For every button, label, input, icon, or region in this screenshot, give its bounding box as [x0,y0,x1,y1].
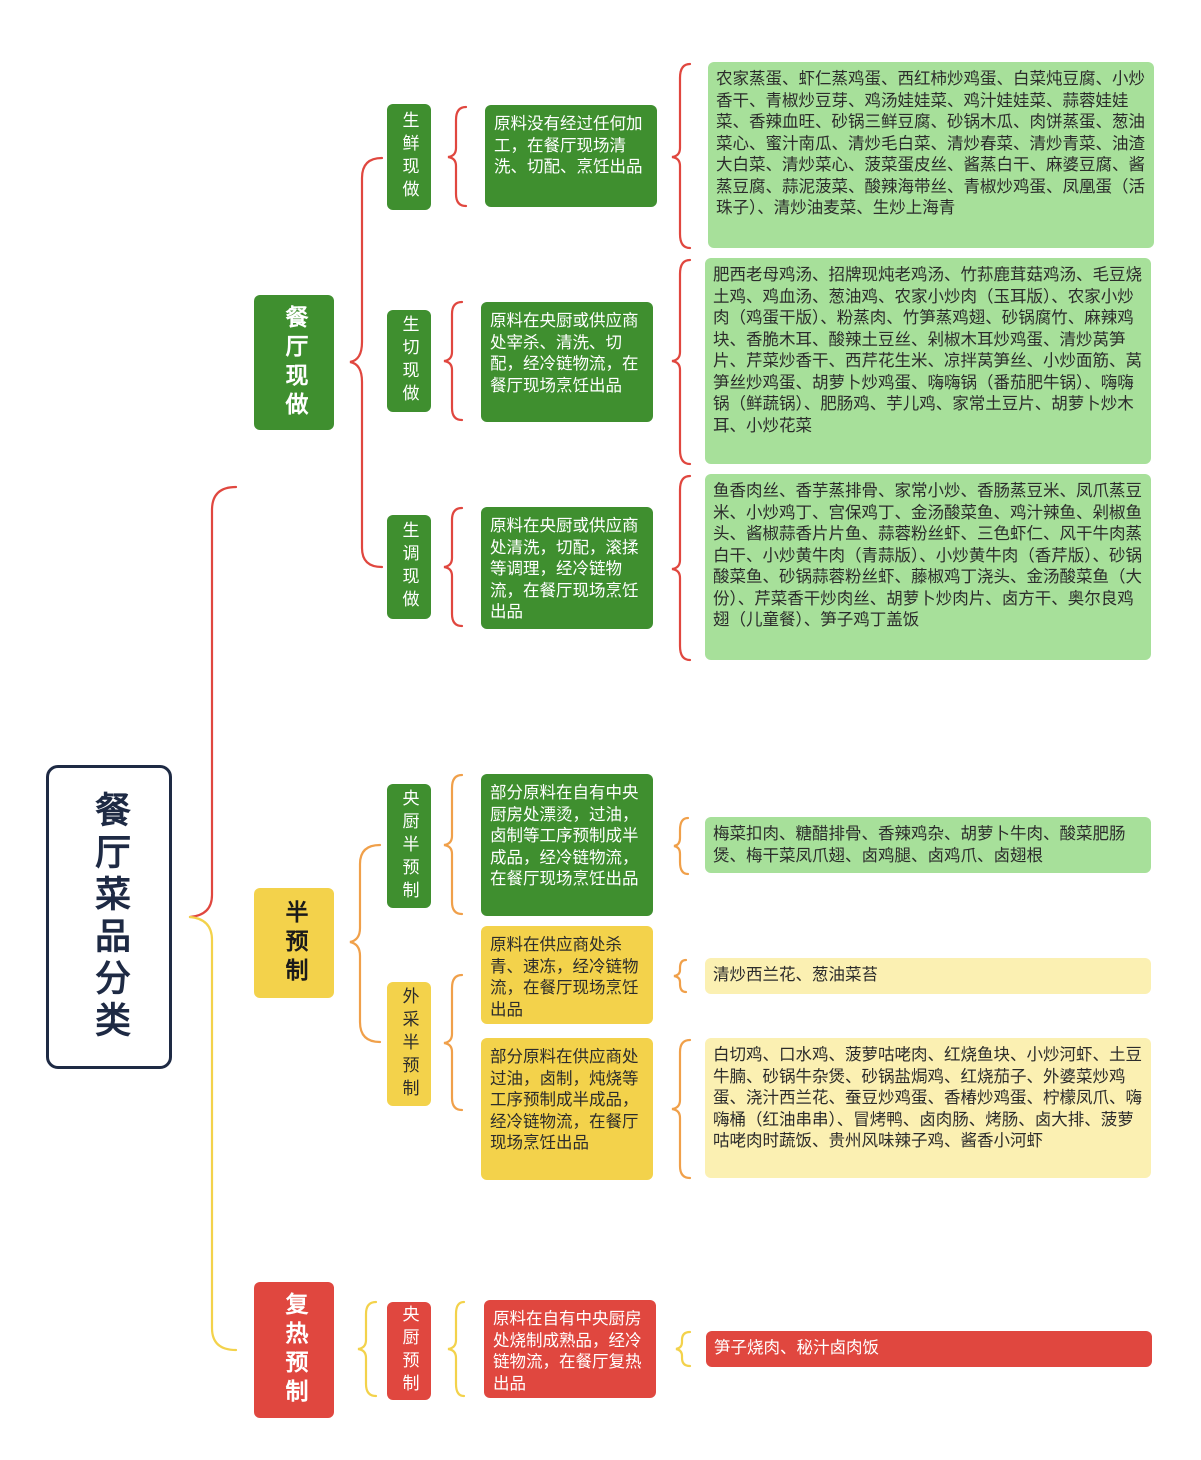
g1s2-bracket [443,300,464,422]
examples-fresh-made: 农家蒸蛋、虾仁蒸鸡蛋、西红柿炒鸡蛋、白菜炖豆腐、小炒香干、青椒炒豆芽、鸡汤娃娃菜… [708,62,1154,248]
root-node: 餐厅菜品分类 [46,765,172,1069]
g2s1-bracket [443,773,464,916]
sub-label: 央厨半预制 [398,788,419,904]
g3s1-bracket [447,1300,466,1398]
examples-raw-cut: 肥西老母鸡汤、招牌现炖老鸡汤、竹荪鹿茸菇鸡汤、毛豆烧土鸡、鸡血汤、葱油鸡、农家小… [705,258,1151,464]
g1-bracket [349,156,384,569]
desc-central-semi: 部分原料在自有中央厨房处漂烫，过油，卤制等工序预制成半成品，经冷链物流，在餐厅现… [481,774,653,916]
group-semi-prepared: 半预制 [254,888,334,998]
desc-raw-cut: 原料在央厨或供应商处宰杀、清洗、切配，经冷链物流，在餐厅现场烹饪出品 [481,302,653,422]
group-label: 半预制 [281,899,307,987]
root-bracket-red [188,485,238,919]
sub-label: 生鲜现做 [398,111,419,203]
g1s3-bracket [443,506,464,628]
g2s1-ex-bracket [673,816,690,876]
group-label: 复热预制 [281,1292,307,1408]
g1s2-ex-bracket [671,258,692,466]
examples-outsourced-semi-a: 清炒西兰花、葱油菜苔 [705,958,1151,994]
desc-outsourced-semi-b: 部分原料在供应商处过油，卤制，炖烧等工序预制成半成品，经冷链物流，在餐厅现场烹饪… [481,1038,653,1180]
examples-outsourced-semi-b: 白切鸡、口水鸡、菠萝咕咾肉、红烧鱼块、小炒河虾、土豆牛腩、砂锅牛杂煲、砂锅盐焗鸡… [705,1038,1151,1178]
sub-central-semi: 央厨半预制 [387,784,431,908]
g1s3-ex-bracket [671,474,692,662]
examples-raw-seasoned: 鱼香肉丝、香芋蒸排骨、家常小炒、香肠蒸豆米、凤爪蒸豆米、小炒鸡丁、宫保鸡丁、金汤… [705,474,1151,660]
g2s2b-ex-bracket [671,1038,692,1180]
sub-central-prepared: 央厨预制 [387,1302,431,1400]
g3-bracket [357,1300,378,1398]
sub-outsourced-semi: 外采半预制 [387,982,431,1106]
sub-label: 生切现做 [398,315,419,407]
desc-raw-seasoned: 原料在央厨或供应商处清洗，切配，滚揉等调理，经冷链物流，在餐厅现场烹饪出品 [481,507,653,629]
examples-central-prepared: 笋子烧肉、秘汁卤肉饭 [706,1331,1152,1367]
g2-bracket [349,843,382,1044]
sub-raw-seasoned: 生调现做 [387,515,431,619]
examples-central-semi: 梅菜扣肉、糖醋排骨、香辣鸡杂、胡萝卜牛肉、酸菜肥肠煲、梅干菜凤爪翅、卤鸡腿、卤鸡… [705,817,1151,873]
sub-label: 外采半预制 [398,986,419,1102]
desc-fresh-made: 原料没有经过任何加工，在餐厅现场清洗、切配、烹饪出品 [485,105,657,207]
root-bracket-yellow [188,915,238,1352]
group-label: 餐厅现做 [281,304,307,421]
desc-outsourced-semi-a: 原料在供应商处杀青、速冻，经冷链物流，在餐厅现场烹饪出品 [481,926,653,1024]
desc-central-prepared: 原料在自有中央厨房处烧制成熟品，经冷链物流，在餐厅复热出品 [484,1300,656,1398]
g3s1-ex-bracket [675,1330,692,1368]
sub-fresh-made: 生鲜现做 [387,104,431,210]
sub-label: 生调现做 [398,521,419,613]
g2s2-bracket [443,973,464,1112]
sub-raw-cut: 生切现做 [387,310,431,412]
g1s1-bracket [447,105,468,208]
group-reheat-prepared: 复热预制 [254,1282,334,1418]
g1s1-ex-bracket [671,62,692,250]
sub-label: 央厨预制 [398,1305,419,1397]
g2s2a-ex-bracket [673,958,688,994]
group-restaurant-fresh: 餐厅现做 [254,295,334,430]
root-title: 餐厅菜品分类 [89,791,130,1043]
